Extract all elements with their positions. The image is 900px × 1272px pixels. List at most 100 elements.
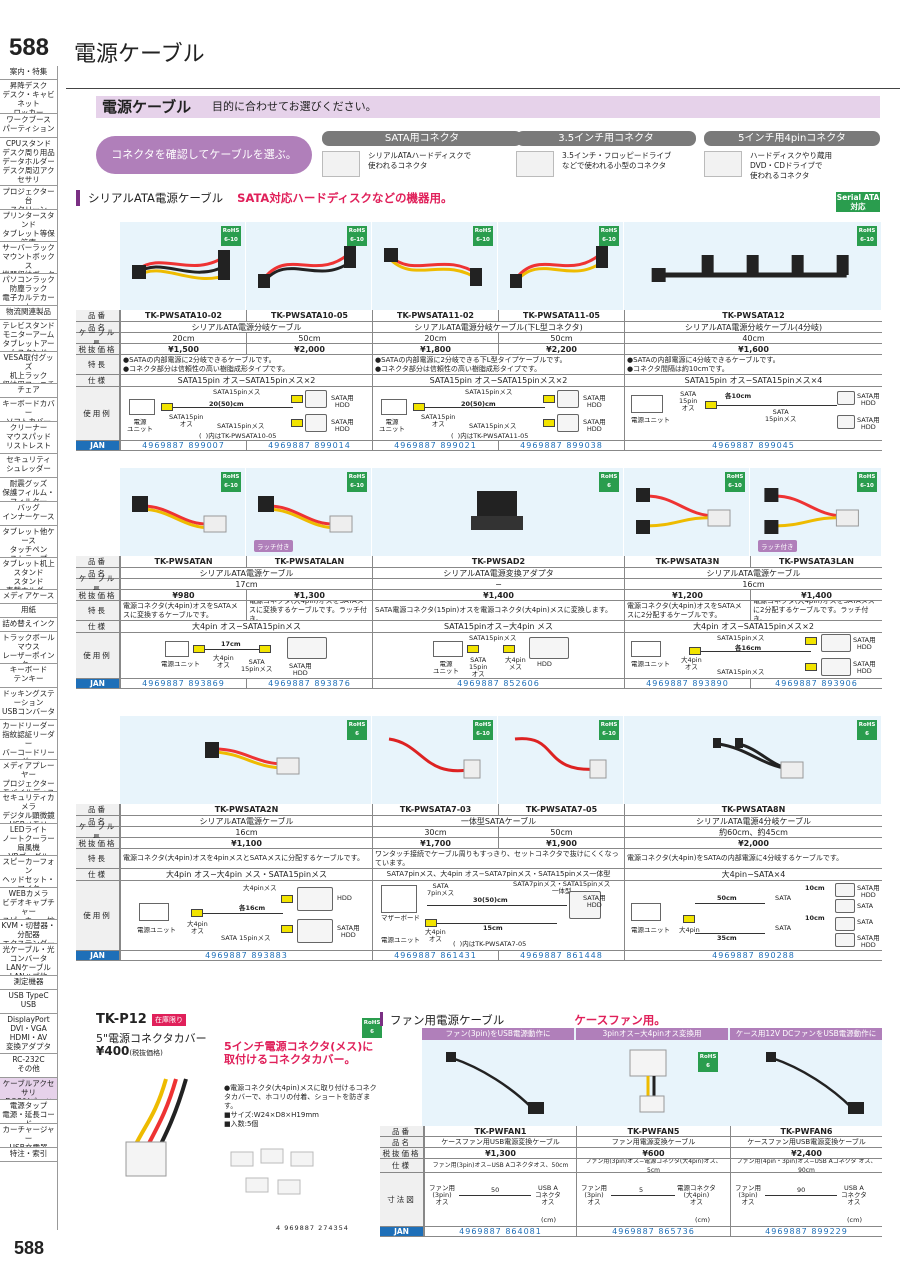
connector-icon — [281, 895, 293, 903]
price: ¥1,200 — [624, 590, 750, 600]
spec-text: 大4pin オス−SATA15pinメス — [120, 621, 372, 632]
sidebar-index-item[interactable]: 光ケーブル・光コンバータ LANケーブル LANハブ他 — [0, 944, 57, 976]
jan-code: 4969887 899021 — [372, 441, 498, 450]
price: ¥1,900 — [498, 838, 624, 848]
diagram-label: SATA 15pinメス — [241, 658, 273, 673]
label-price: 税抜価格 — [380, 1148, 424, 1158]
sidebar-index-item[interactable]: 電源タップ 電源・延長コード — [0, 1100, 57, 1124]
sidebar-index-item[interactable]: 物流関連製品 — [0, 306, 57, 320]
section-subtitle: ケースファン用。 — [574, 1013, 666, 1027]
connector-5inch: 5インチ用4pinコネクタ ハードディスクやり蔵用 DVD・CDドライブで 使わ… — [704, 131, 880, 181]
latch-tag: ラッチ付き — [254, 540, 293, 552]
sidebar-index-item[interactable]: CPUスタンド デスク周り用品 データホルダー デスク周辺アクセサリ — [0, 138, 57, 186]
banner-title: 電源ケーブル — [102, 98, 192, 116]
product-name: ケースファン用USB電源変換ケーブル — [730, 1137, 882, 1147]
sidebar-index-item[interactable]: メディアプレーヤー プロジェクター モバイルディスプレイ — [0, 760, 57, 792]
sidebar-index-item[interactable]: キーボードカバー ソフトカバー — [0, 398, 57, 422]
unit-note: (cm) — [847, 1216, 862, 1224]
sidebar-index-item[interactable]: RC-232C その他 — [0, 1054, 57, 1078]
product-code: TK-PWSATA11-02 — [372, 310, 498, 321]
sidebar-index-item[interactable]: トラックボール マウス レーザーポインター — [0, 632, 57, 664]
sidebar-index-item[interactable]: テレビスタンド モニターアーム タブレットアームスタンド — [0, 320, 57, 352]
jan-code: 4969887 893876 — [246, 679, 372, 688]
usage-diagram: 電源 ユニット SATA15pinメス SATA 15pin オス 大4pin … — [372, 633, 624, 678]
sidebar-index-item[interactable]: クリーナー マウスパッド リストレスト — [0, 422, 57, 454]
sidebar-index-item[interactable]: WEBカメラ ビデオキャプチャー スピーカー・拡声器 — [0, 888, 57, 920]
sidebar-index-item[interactable]: プロジェクター台 スクリーン — [0, 186, 57, 210]
product-photo — [446, 1052, 544, 1114]
sidebar-index-item[interactable]: カードリーダー 指紋認証リーダー バーコードリーダー スキャナー — [0, 720, 57, 760]
sidebar-index-item[interactable]: バッグ インナーケース — [0, 502, 57, 526]
price: ¥1,600 — [624, 344, 882, 354]
sidebar-index-item[interactable]: 詰め替えインク — [0, 618, 57, 632]
diagram-label: SATA15pinメス — [717, 634, 765, 642]
sidebar-index-item[interactable]: 耐震グッズ 保護フィルム・フィルター — [0, 478, 57, 502]
feature-text: ●SATAの内部電源に4分岐できるケーブルです。 ●コネクタ間隔は約10cmです… — [624, 355, 882, 374]
sidebar-index-item[interactable]: スピーカーフォン ヘッドセット・マイク ワイヤレスプレゼンテーション — [0, 856, 57, 888]
product-code: TK-PWFAN1 — [424, 1126, 576, 1136]
product-photo — [766, 1052, 864, 1114]
jan-code: 4969887 893869 — [120, 679, 246, 688]
diagram-label: SATA — [775, 894, 792, 902]
sidebar-index-item[interactable]: メディアケース — [0, 590, 57, 604]
diagram-label: SATA用 HDD — [331, 418, 354, 433]
page-number-bottom: 588 — [13, 1238, 45, 1258]
diagram-label: SATA — [857, 902, 874, 910]
product-code: TK-PWSATA3LAN — [750, 556, 882, 567]
sidebar-index-item[interactable]: キーボード テンキー — [0, 664, 57, 688]
product-name: ファン用電源変換ケーブル — [576, 1137, 730, 1147]
sidebar-index-item[interactable]: パソコンラック 防塵ラック 電子カルテカート — [0, 274, 57, 306]
sidebar-index-item[interactable]: ワークブース パーティション — [0, 114, 57, 138]
sidebar-index-item[interactable]: 用紙 — [0, 604, 57, 618]
stock-badge: 在庫限り — [152, 1014, 186, 1026]
sidebar-index-item[interactable]: 測定機器 — [0, 976, 57, 990]
diagram-label: SATA 15pin オス — [679, 390, 698, 412]
sidebar-index-item[interactable]: 特注・索引 — [0, 1148, 57, 1162]
sidebar-index-item[interactable]: カーチャージャー USB充電器 バッテリー関連 — [0, 1124, 57, 1148]
price: ¥2,400 — [730, 1148, 882, 1158]
sidebar-index-item[interactable]: ドッキングステーション USBコンバーター USBハブ — [0, 688, 57, 720]
product-photo: RoHS 6-10 — [120, 468, 246, 556]
section-subtitle: SATA対応ハードディスクなどの機器用。 — [237, 191, 453, 205]
sidebar-index-item[interactable]: KVM・切替器・分配器 エクステンダー — [0, 920, 57, 944]
feature-text: 電源コネクタ(大4pin)オスを4pinメスとSATAメスに分配するケーブルです… — [120, 849, 372, 868]
diagram-label: 大4pin オス — [425, 928, 446, 943]
spec-table: 品番 TK-PWSATAN TK-PWSATALAN TK-PWSAD2 TK-… — [76, 556, 882, 689]
sidebar-index-item[interactable]: DisplayPort DVI・VGA HDMI・AV 変換アダプタ — [0, 1014, 57, 1054]
product-code: TK-PWSATA2N — [120, 804, 372, 815]
price: ¥1,300 — [424, 1148, 576, 1158]
sidebar-index-item[interactable]: プリンタースタンド タブレット等保管庫 セキュリティラック — [0, 210, 57, 242]
diagram-label: 大4pin オス — [187, 920, 208, 935]
diagram-length: 50 — [491, 1186, 500, 1194]
sidebar-index-item[interactable]: タブレット他ケース タッチペン ストラップ — [0, 526, 57, 558]
size-diagram: ファン用 (3pin) オス 5 電源コネクタ (大4pin) オス (cm) — [576, 1173, 730, 1226]
sidebar-index-item[interactable]: タブレット机上スタンド スタンド 車載ホルダー — [0, 558, 57, 590]
sidebar-index-item[interactable]: チェア — [0, 384, 57, 398]
connector-icon — [161, 403, 173, 411]
label-feature: 特長 — [76, 601, 120, 620]
label-hinban: 品番 — [380, 1126, 424, 1136]
cable-length: 16cm — [624, 579, 882, 589]
connector-desc: シリアルATAハードディスクで 使われるコネクタ — [368, 151, 472, 170]
connector-title: 3.5インチ用コネクタ — [516, 131, 696, 146]
hdd-icon — [529, 637, 569, 659]
sidebar-index-item[interactable]: 案内・特集 — [0, 66, 57, 80]
product-code: TK-PWSATA3N — [624, 556, 750, 567]
sidebar-index-item[interactable]: USB TypeC USB — [0, 990, 57, 1014]
jan-code: 4969887 893890 — [624, 679, 750, 688]
spec-text: 大4pin−SATA×4 — [624, 869, 882, 880]
diagram-label: 電源ユニット — [631, 926, 670, 934]
sidebar-index-item[interactable]: サーバーラック マウントボックス 機器収納ボックス — [0, 242, 57, 274]
sidebar-index-item[interactable]: セキュリティカメラ デジタル顕微鏡 USBメモリ — [0, 792, 57, 824]
jan-code: 4969887 890288 — [624, 951, 882, 960]
rohs-badge: RoHS 6 — [347, 720, 367, 740]
sidebar-index-item[interactable]: LEDライト ノートクーラー扇風機 VRゴーグル — [0, 824, 57, 856]
hdd-icon — [821, 658, 851, 676]
sidebar-index-item[interactable]: VESA取付グッズ 机上ラック 収納用ファニチャー — [0, 352, 57, 384]
sidebar-index-item[interactable]: ケーブルアクセサリ DOS/Vパーツ — [0, 1078, 57, 1100]
sidebar-index-item[interactable]: 昇降デスク デスク・キャビネット ロッカー — [0, 80, 57, 114]
sidebar-index-item[interactable]: セキュリティ シュレッダー — [0, 454, 57, 478]
connector-icon — [191, 909, 203, 917]
spec-text: ファン用(3pin)オス−USB Aコネクタオス、50cm — [424, 1159, 576, 1172]
